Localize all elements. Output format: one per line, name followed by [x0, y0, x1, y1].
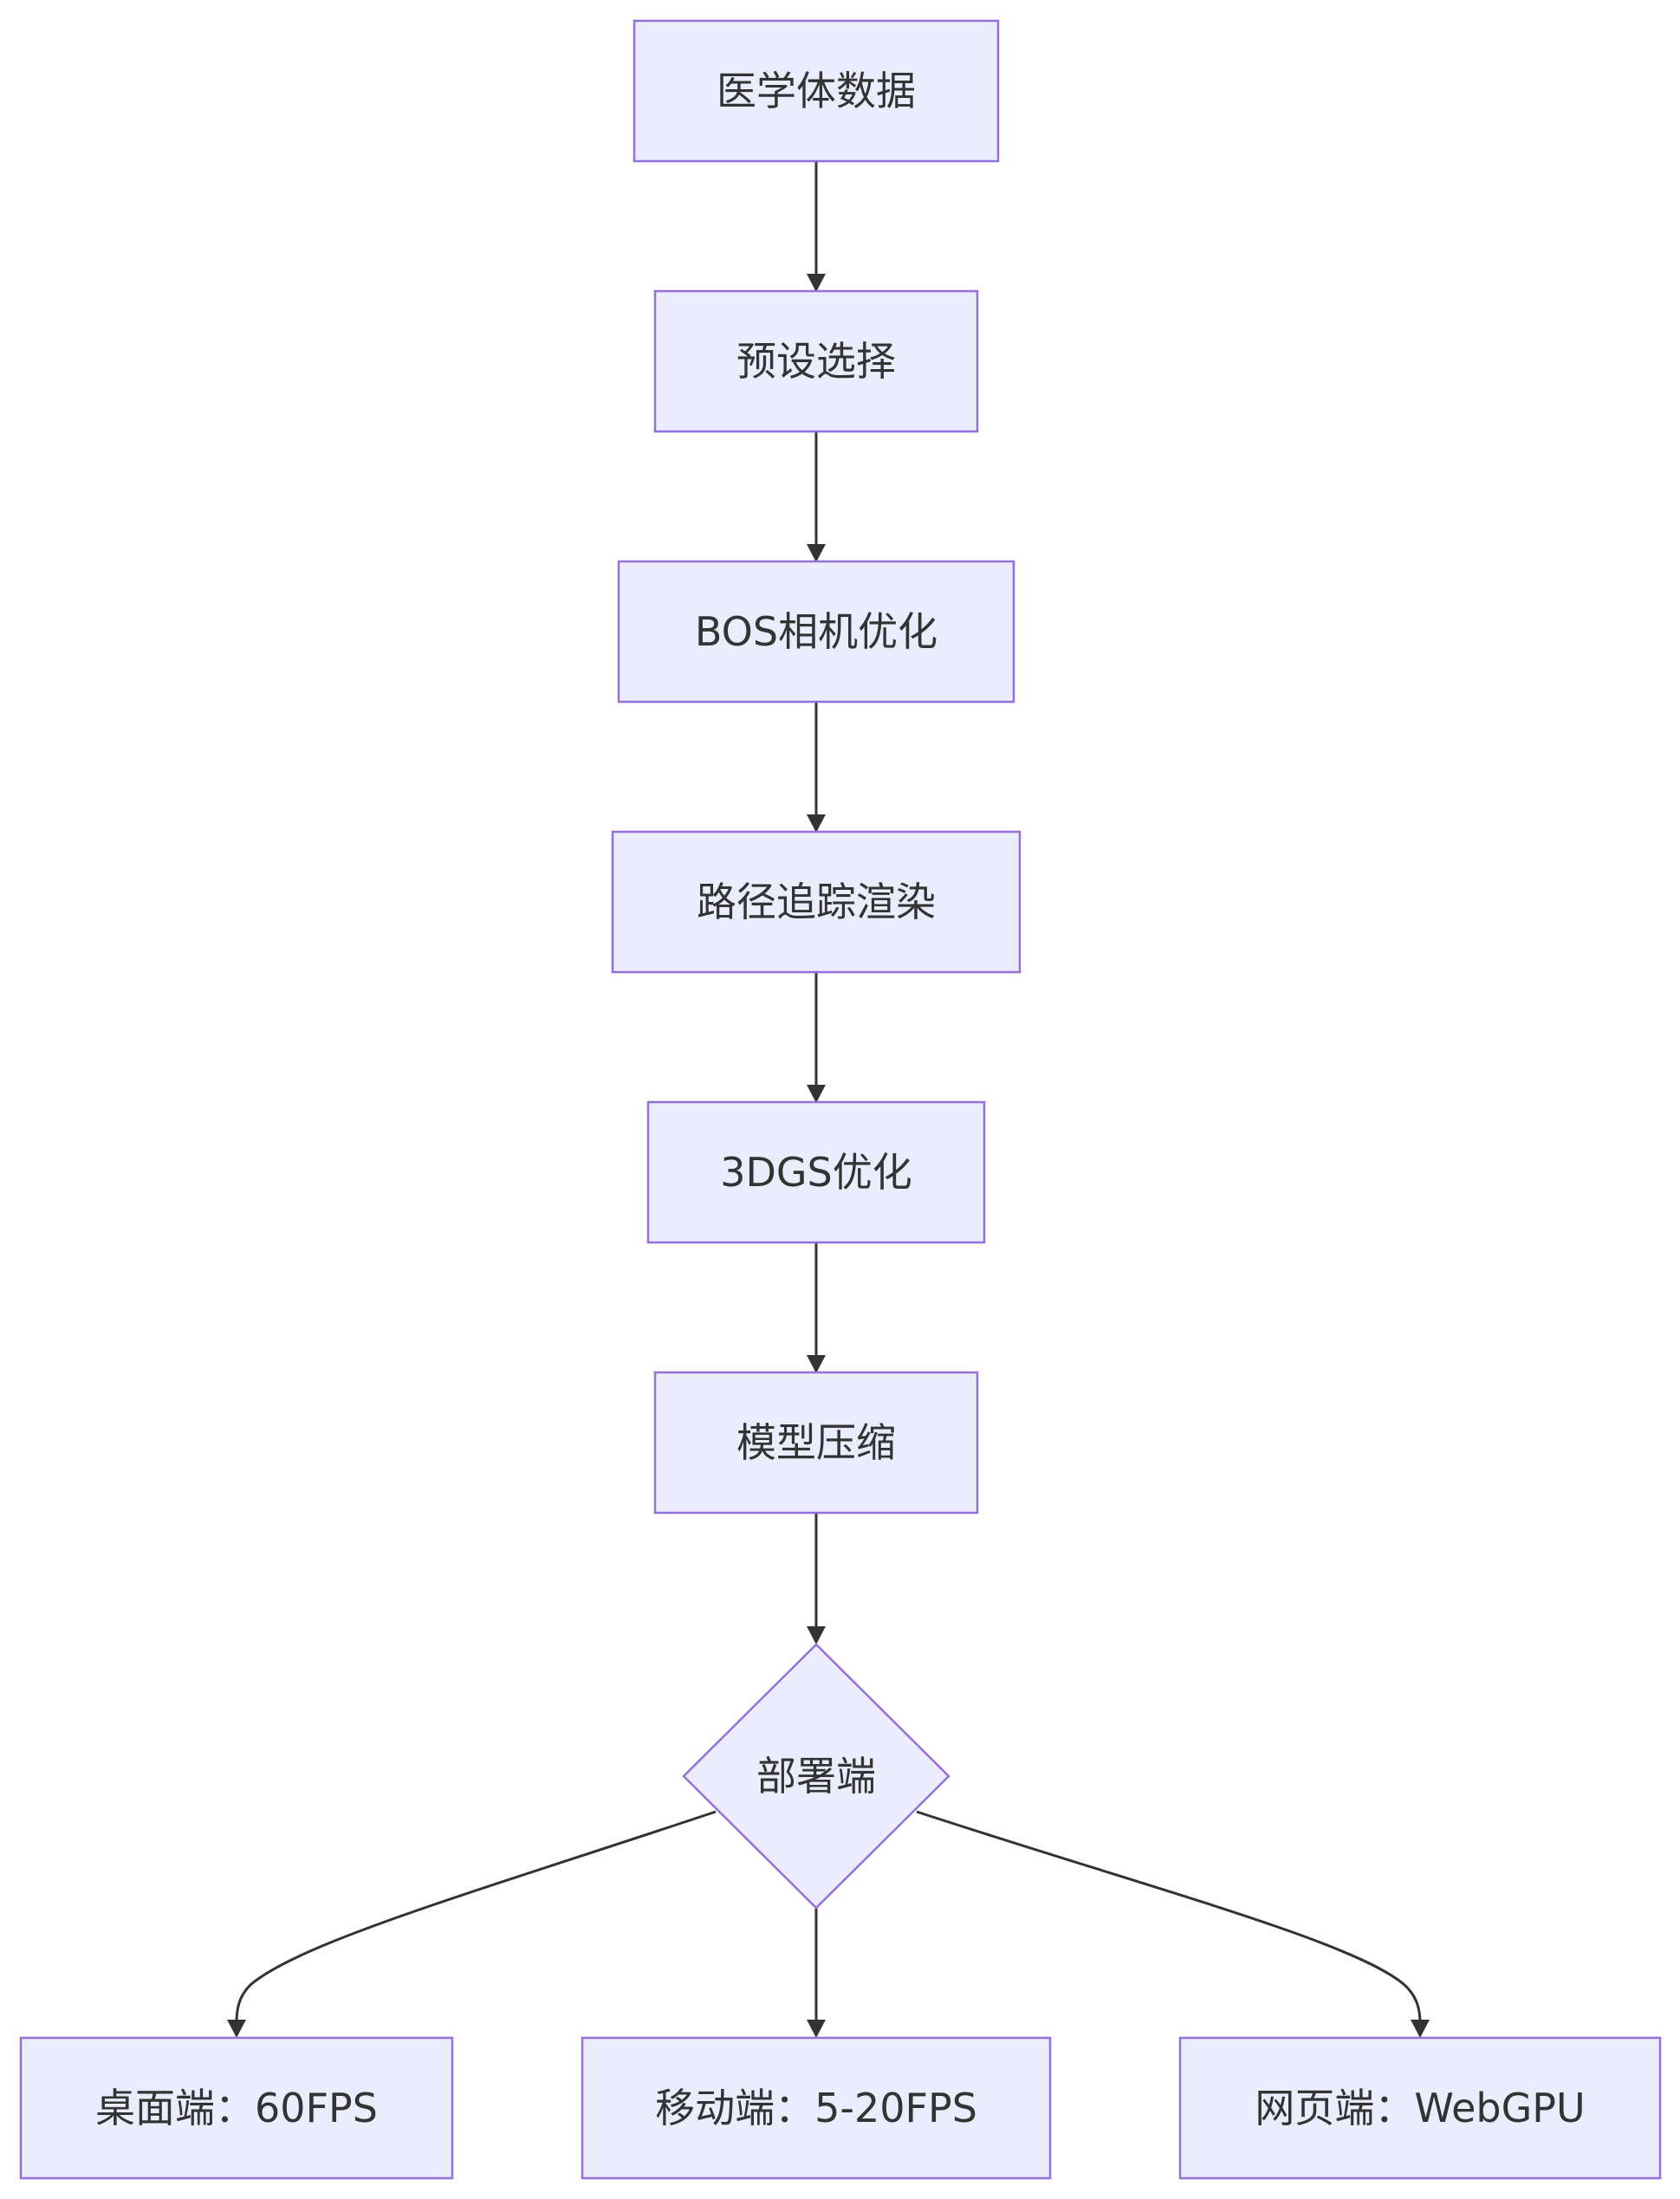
node-label: 医学体数据: [717, 68, 916, 114]
arrowhead-n2-n3: [807, 544, 826, 562]
node-web-webgpu: 网页端：WebGPU: [1178, 2036, 1662, 2180]
node-preset-selection: 预设选择: [653, 289, 979, 433]
node-3dgs-optimization: 3DGS优化: [646, 1100, 986, 1244]
node-bos-camera-optimization: BOS相机优化: [617, 560, 1015, 704]
arrowhead-n1-n2: [807, 274, 826, 292]
arrowhead-n7-n9: [807, 2020, 826, 2038]
node-path-tracing-rendering: 路径追踪渲染: [611, 830, 1022, 974]
node-label: 模型压缩: [736, 1419, 896, 1466]
edge-n7-n8: [235, 1810, 717, 2024]
arrowhead-n6-n7: [807, 1626, 826, 1644]
node-label: 部署端: [756, 1753, 876, 1800]
node-desktop-60fps: 桌面端：60FPS: [19, 2036, 454, 2180]
node-label: BOS相机优化: [695, 608, 937, 655]
node-medical-volume-data: 医学体数据: [632, 19, 1000, 163]
nodes: 医学体数据 预设选择 BOS相机优化 路径追踪渲染 3DGS优化 模型压缩 部署…: [19, 19, 1662, 2180]
arrowhead-n3-n4: [807, 814, 826, 833]
node-label: 路径追踪渲染: [697, 879, 936, 925]
arrowhead-n7-n10: [1411, 2020, 1430, 2038]
node-label: 3DGS优化: [720, 1149, 912, 1196]
node-deployment-decision: 部署端: [682, 1643, 950, 1910]
edges: [227, 161, 1430, 2038]
edge-n7-n10: [916, 1810, 1422, 2024]
node-mobile-5-20fps: 移动端：5-20FPS: [581, 2036, 1052, 2180]
arrowhead-n4-n5: [807, 1085, 826, 1103]
node-label: 预设选择: [736, 338, 896, 385]
node-label: 移动端：5-20FPS: [655, 2085, 977, 2131]
node-model-compression: 模型压缩: [653, 1371, 979, 1515]
arrowhead-n7-n8: [227, 2020, 246, 2038]
node-label: 桌面端：60FPS: [95, 2085, 378, 2131]
node-label: 网页端：WebGPU: [1255, 2085, 1585, 2131]
arrowhead-n5-n6: [807, 1355, 826, 1373]
